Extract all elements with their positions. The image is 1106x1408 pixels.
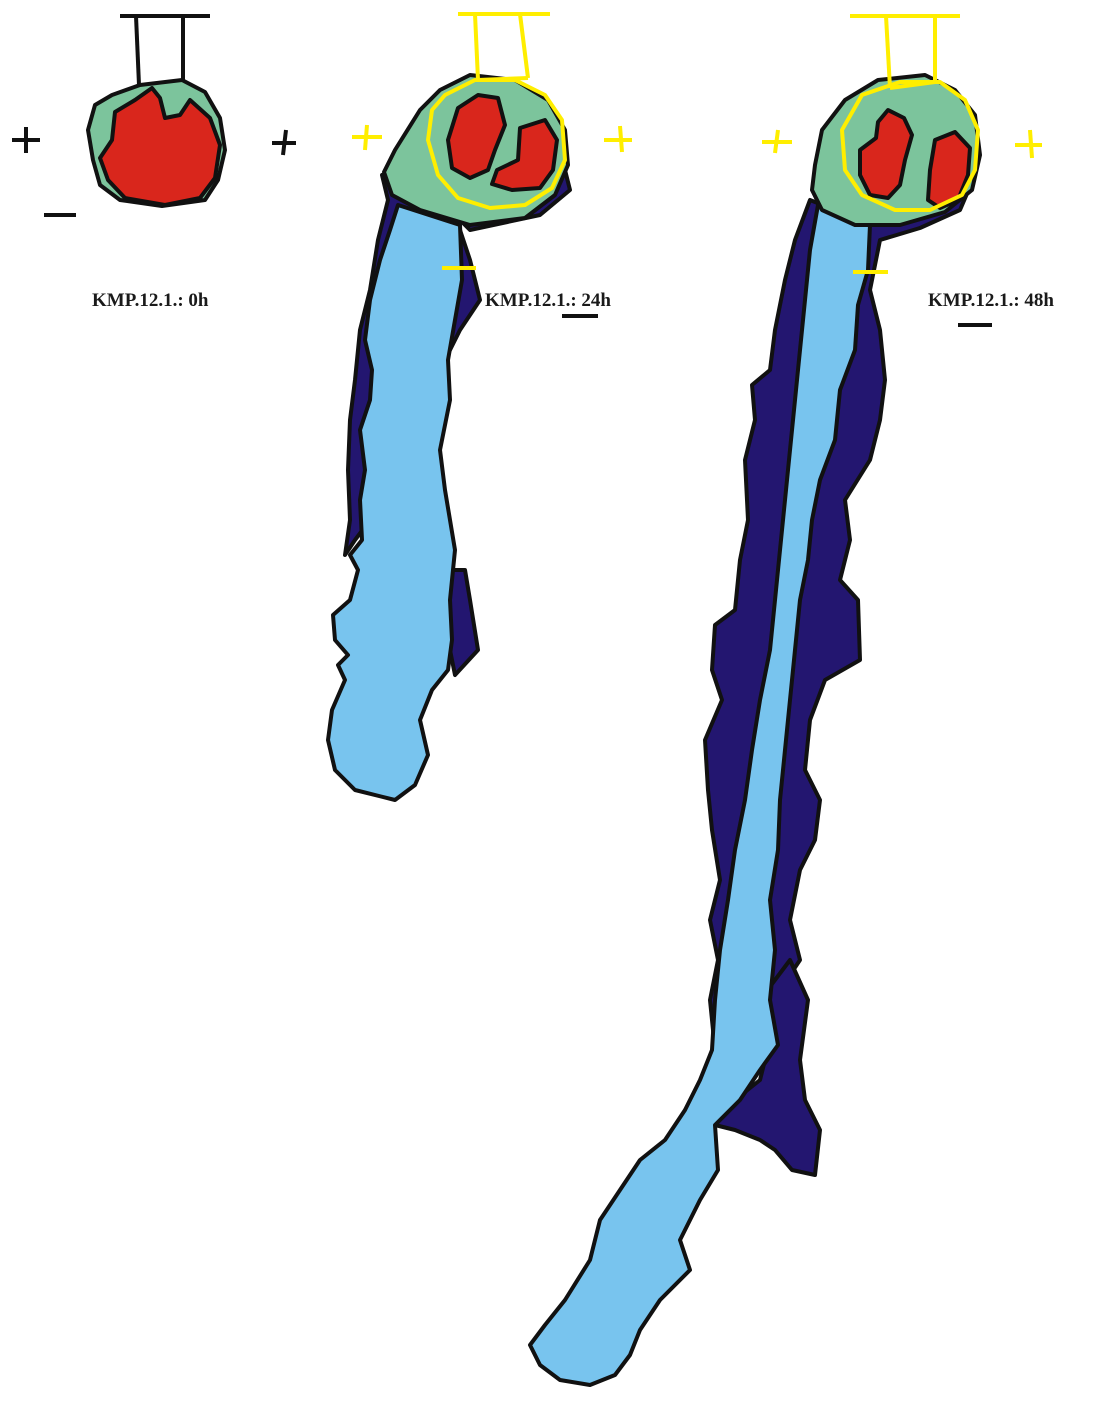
cell-0h bbox=[12, 16, 296, 215]
sign-plus-right-48h bbox=[1015, 130, 1042, 158]
holder-0h bbox=[120, 16, 210, 85]
panel-label-48h: KMP.12.1.: 48h bbox=[928, 290, 1054, 312]
sign-plus-right-0h bbox=[272, 130, 296, 155]
sign-plus-left-0h bbox=[12, 127, 40, 153]
sign-plus-right-24h bbox=[604, 126, 632, 152]
holder-24h bbox=[458, 14, 550, 80]
cell-24h bbox=[328, 14, 632, 800]
cell-48h bbox=[530, 16, 1042, 1385]
sign-plus-left-48h bbox=[762, 130, 792, 153]
panel-label-24h: KMP.12.1.: 24h bbox=[485, 290, 611, 312]
sign-plus-left-24h bbox=[352, 125, 382, 150]
panel-label-0h: KMP.12.1.: 0h bbox=[92, 290, 208, 312]
